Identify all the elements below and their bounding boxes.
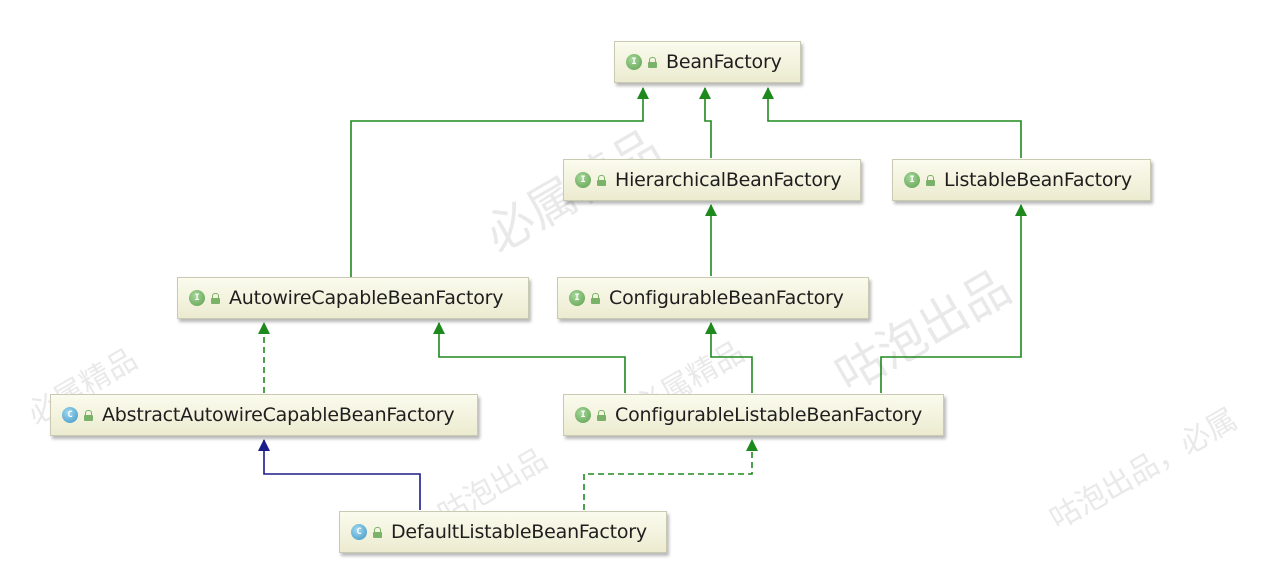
interface-icon: I (569, 290, 585, 306)
class-icon: C (62, 407, 78, 423)
interface-icon: I (575, 407, 591, 423)
node-configurable-listable-bean-factory[interactable]: I ConfigurableListableBeanFactory (563, 394, 944, 436)
lock-icon (84, 409, 93, 421)
node-label: AbstractAutowireCapableBeanFactory (102, 404, 455, 426)
lock-icon (591, 292, 600, 304)
class-icon: C (351, 524, 367, 540)
node-label: HierarchicalBeanFactory (615, 169, 842, 191)
lock-icon (926, 174, 935, 186)
node-label: ListableBeanFactory (944, 169, 1132, 191)
lock-icon (597, 174, 606, 186)
edge-configurablelistable-to-autowire (433, 322, 626, 393)
node-default-listable-bean-factory[interactable]: C DefaultListableBeanFactory (339, 511, 667, 553)
node-configurable-bean-factory[interactable]: I ConfigurableBeanFactory (557, 277, 869, 319)
node-bean-factory[interactable]: I BeanFactory (614, 41, 801, 83)
lock-icon (373, 526, 382, 538)
edge-defaultlistable-to-configurablelistable (583, 439, 758, 510)
edge-autowire-to-beanfactory (350, 87, 649, 280)
node-label: AutowireCapableBeanFactory (229, 287, 504, 309)
node-listable-bean-factory[interactable]: I ListableBeanFactory (892, 159, 1151, 201)
lock-icon (648, 56, 657, 68)
edge-hierarchical-to-beanfactory (699, 87, 712, 158)
node-label: BeanFactory (666, 51, 782, 73)
interface-icon: I (575, 172, 591, 188)
edge-configurablelistable-to-listable (880, 204, 1027, 393)
node-label: DefaultListableBeanFactory (391, 521, 647, 543)
lock-icon (211, 292, 220, 304)
edge-listable-to-beanfactory (762, 87, 1022, 158)
node-label: ConfigurableListableBeanFactory (615, 404, 922, 426)
interface-icon: I (626, 54, 642, 70)
edge-defaultlistable-to-abstractautowire (258, 439, 421, 510)
node-hierarchical-bean-factory[interactable]: I HierarchicalBeanFactory (563, 159, 861, 201)
node-label: ConfigurableBeanFactory (609, 287, 844, 309)
interface-icon: I (904, 172, 920, 188)
lock-icon (597, 409, 606, 421)
node-abstract-autowire-capable-bean-factory[interactable]: C AbstractAutowireCapableBeanFactory (50, 394, 478, 436)
edge-configurablelistable-to-configurable (705, 322, 753, 393)
node-autowire-capable-bean-factory[interactable]: I AutowireCapableBeanFactory (177, 277, 529, 319)
interface-icon: I (189, 290, 205, 306)
